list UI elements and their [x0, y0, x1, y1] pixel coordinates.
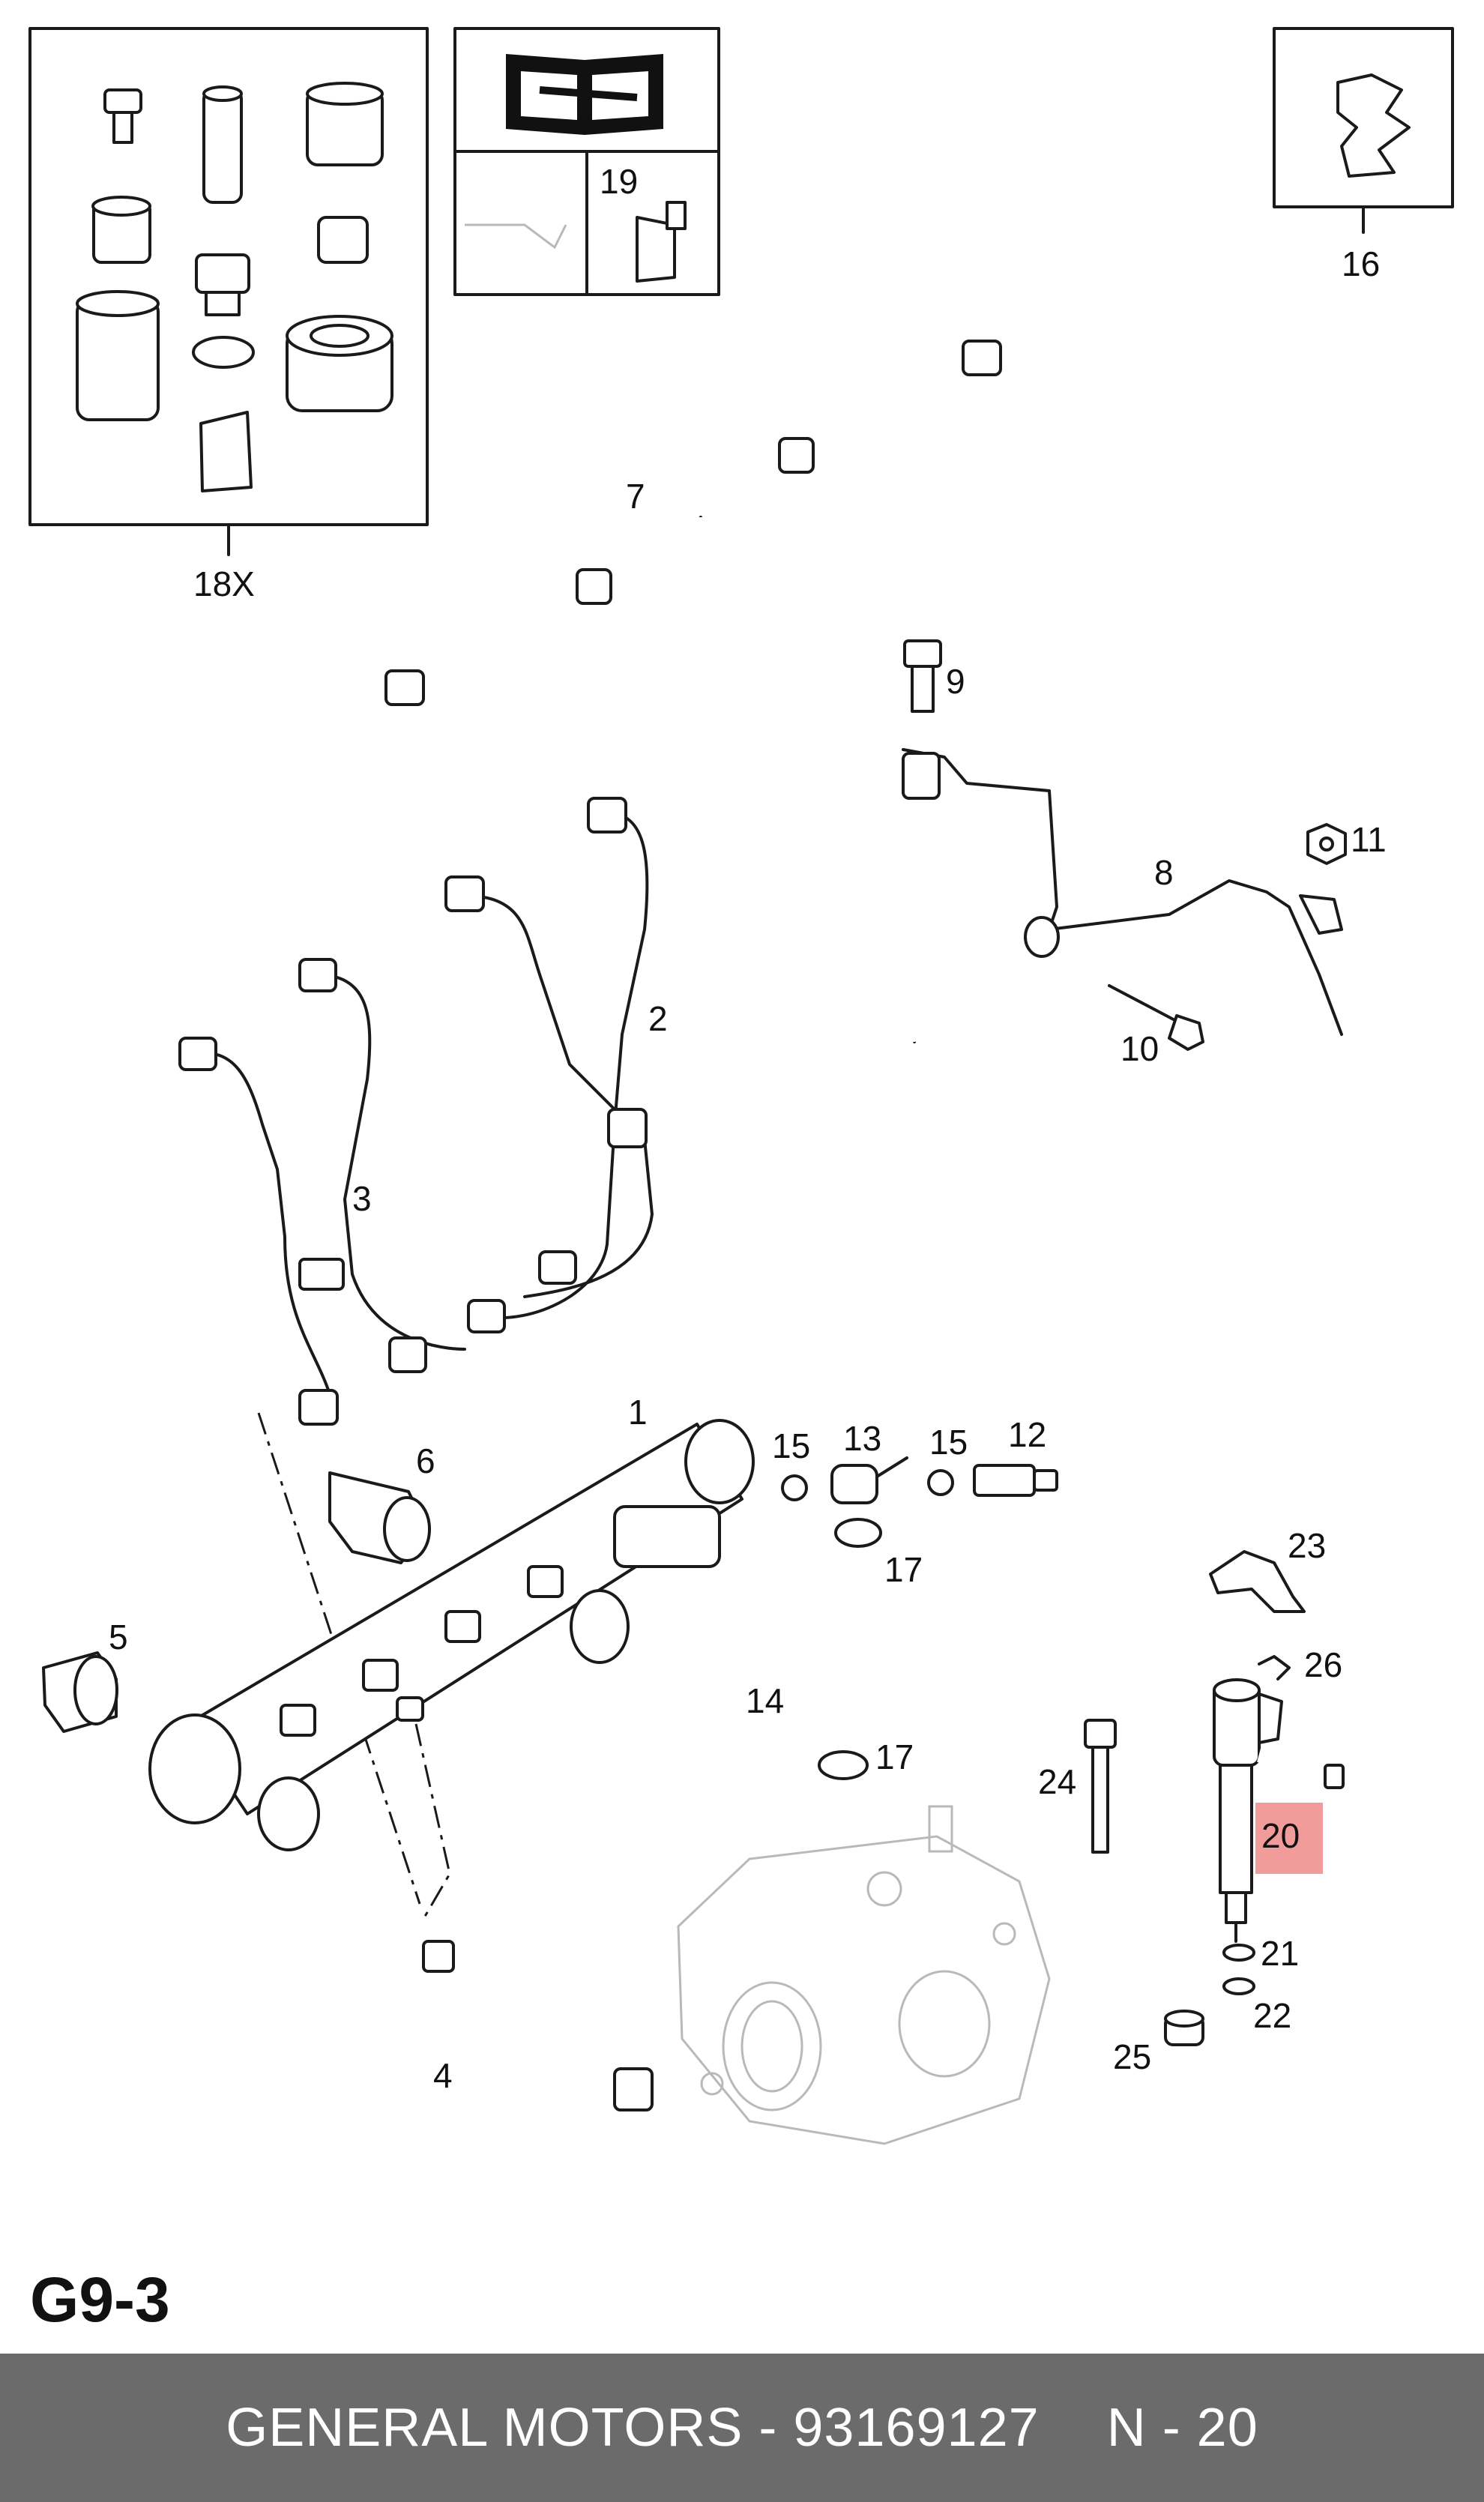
footer-position: N - 20 [1106, 2398, 1258, 2458]
callout-18x: 18X [193, 564, 255, 603]
clip-26 [1258, 1655, 1291, 1680]
bracket-8 [902, 748, 1343, 1036]
callout-17b: 17 [875, 1737, 914, 1776]
clamp-23 [1209, 1550, 1306, 1613]
callout-19: 19 [600, 162, 638, 201]
callout-17a: 17 [884, 1550, 923, 1589]
callout-7: 7 [626, 477, 645, 516]
parts-diagram: 18X 19 16 7 9 [28, 27, 1454, 2179]
fuel-rail-1 [148, 1419, 755, 1851]
bolt-24 [1084, 1719, 1117, 1854]
footer-bar: GENERAL MOTORS - 93169127 N - 20 [0, 2354, 1484, 2502]
kit-box-18x [28, 27, 429, 556]
injector-pipes-2 [444, 797, 654, 1333]
callout-13: 13 [843, 1419, 881, 1458]
bolt-10 [1108, 984, 1204, 1051]
callout-14: 14 [746, 1681, 784, 1720]
callout-5: 5 [109, 1618, 128, 1657]
callout-23: 23 [1288, 1526, 1326, 1565]
injector-pipes-3 [178, 958, 466, 1426]
callout-2: 2 [648, 999, 668, 1038]
service-manual-box [453, 27, 720, 296]
callout-25: 25 [1113, 2037, 1151, 2076]
nut-11 [1306, 823, 1347, 865]
washer-22 [1222, 1977, 1255, 1995]
return-line-7 [384, 340, 1002, 1043]
callout-15b: 15 [929, 1423, 968, 1462]
injector-20 [1213, 1678, 1345, 1943]
spacer-5 [42, 1651, 118, 1733]
callout-3: 3 [352, 1179, 372, 1218]
callout-8: 8 [1154, 853, 1174, 892]
fitting-13 [830, 1456, 908, 1504]
callout-22: 22 [1253, 1996, 1291, 2035]
hose-14 [789, 1563, 843, 1765]
highlight-box-20 [1255, 1803, 1323, 1874]
bolt-9 [903, 639, 942, 713]
washer-15a [781, 1474, 808, 1501]
callout-20: 20 [1261, 1816, 1300, 1855]
callout-11: 11 [1351, 820, 1387, 859]
high-pressure-pump-ghost [677, 1805, 1051, 2145]
callout-4: 4 [433, 2056, 453, 2095]
callout-10: 10 [1120, 1029, 1159, 1068]
callout-16: 16 [1342, 244, 1380, 283]
sensor-12 [973, 1464, 1058, 1497]
pipe-4 [422, 1940, 654, 2179]
callout-24: 24 [1038, 1762, 1076, 1801]
callout-9: 9 [946, 662, 965, 701]
spacer-6 [328, 1471, 431, 1564]
callout-26: 26 [1304, 1645, 1342, 1684]
washer-21 [1222, 1944, 1255, 1962]
clip-box-16 [1273, 27, 1454, 234]
washer-15b [927, 1469, 954, 1496]
clamp-17b [818, 1750, 869, 1780]
leader-dashed-2 [414, 1723, 451, 1920]
callout-21: 21 [1261, 1934, 1299, 1973]
diagram-code: G9-3 [30, 2264, 170, 2335]
cap-25 [1164, 2010, 1204, 2046]
footer-brand-part: GENERAL MOTORS - 93169127 [226, 2398, 1040, 2458]
callout-1: 1 [628, 1393, 648, 1432]
callout-15a: 15 [772, 1426, 810, 1465]
callout-12: 12 [1008, 1415, 1046, 1454]
callout-6: 6 [416, 1441, 435, 1480]
clamp-17a [834, 1518, 882, 1548]
